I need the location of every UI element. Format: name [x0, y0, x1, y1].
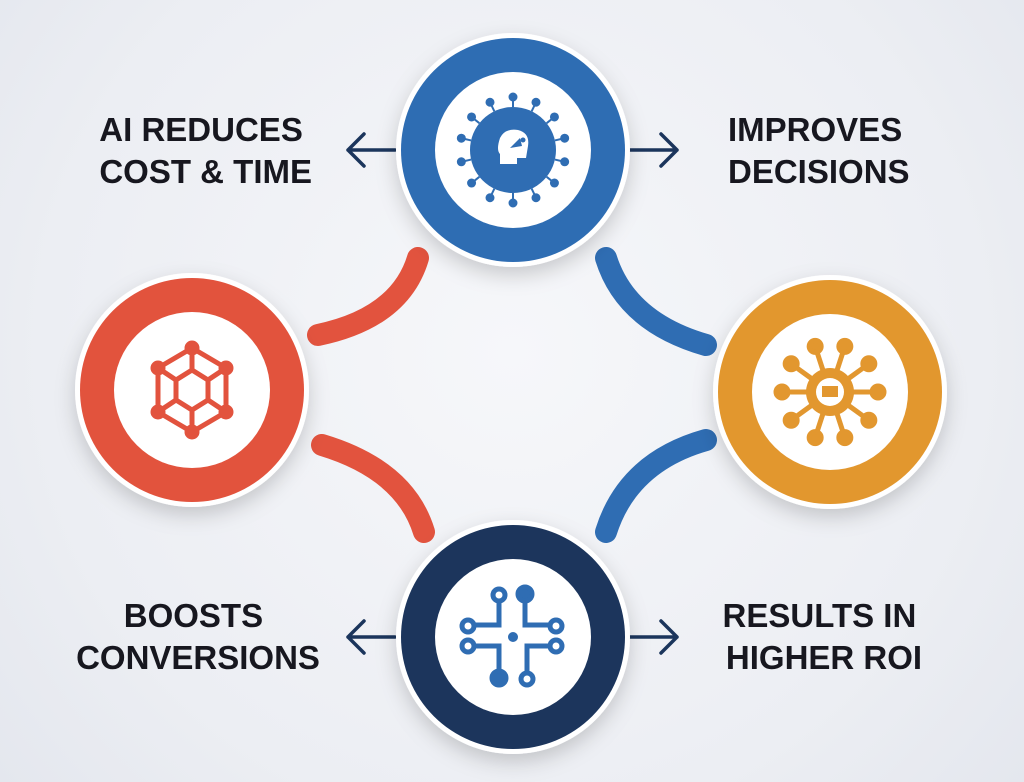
spoke-node	[806, 429, 824, 447]
spoke-node	[869, 383, 887, 401]
spoke-node	[836, 337, 854, 355]
label-roi: RESULTS IN HIGHER ROI	[723, 597, 926, 676]
connector-arc-bottom-right	[595, 429, 717, 543]
arrow-left-icon	[346, 619, 397, 655]
dot	[560, 133, 570, 143]
label-conversions: BOOSTS CONVERSIONS	[76, 597, 320, 676]
arrow-right-icon	[628, 132, 679, 168]
network-icon	[150, 340, 234, 440]
dot	[485, 193, 495, 203]
spoke-node	[860, 355, 878, 373]
gear-network-icon	[773, 337, 887, 447]
dot	[560, 157, 570, 167]
connector-arc-top-right	[595, 247, 717, 356]
spoke-node	[782, 411, 800, 429]
connector-arc-bottom-left	[311, 434, 435, 543]
spoke-node	[773, 383, 791, 401]
dot	[531, 97, 541, 107]
dot	[456, 157, 466, 167]
dot	[508, 92, 518, 102]
label-cost-time: AI REDUCES COST & TIME	[99, 111, 312, 190]
node-left	[75, 273, 309, 507]
dot	[531, 193, 541, 203]
spoke-node	[860, 411, 878, 429]
arrow-left-icon	[346, 132, 397, 168]
dot	[456, 133, 466, 143]
spoke-node	[782, 355, 800, 373]
arrow-right-icon	[628, 619, 679, 655]
dot	[549, 112, 559, 122]
spoke-node	[806, 337, 824, 355]
dot	[508, 198, 518, 208]
circuit-icon	[459, 584, 565, 688]
spoke-node	[836, 429, 854, 447]
ai-head-icon	[456, 92, 570, 208]
dot	[467, 178, 477, 188]
dot	[549, 178, 559, 188]
dot	[467, 112, 477, 122]
label-decisions: IMPROVES DECISIONS	[728, 111, 911, 190]
connector-arc-top-left	[307, 247, 429, 346]
dot	[485, 97, 495, 107]
